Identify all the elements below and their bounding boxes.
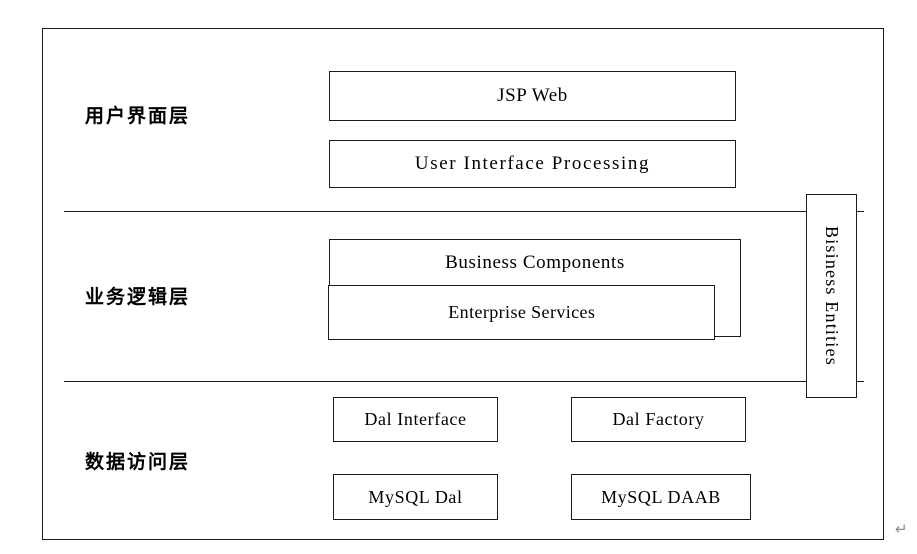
box-enterprise-services[interactable]: Enterprise Services [328, 285, 716, 340]
layer-separator-presentation-business [64, 211, 864, 212]
box-mysql-dal[interactable]: MySQL Dal [333, 474, 498, 520]
box-mysql-daab[interactable]: MySQL DAAB [571, 474, 751, 520]
box-business-entities-label: Bisiness Entities [822, 226, 842, 366]
layer-separator-business-data [64, 381, 864, 382]
paragraph-return-mark: ↵ [895, 520, 908, 538]
layer-label-presentation: 用户界面层 [85, 105, 191, 127]
box-user-interface-processing[interactable]: User Interface Processing [329, 140, 736, 188]
box-jsp-web[interactable]: JSP Web [329, 71, 736, 121]
box-business-components[interactable]: Business Components Enterprise Services [328, 239, 741, 340]
layer-label-business-logic: 业务逻辑层 [85, 286, 191, 308]
box-dal-interface[interactable]: Dal Interface [333, 397, 498, 442]
box-business-components-label: Business Components [445, 251, 625, 273]
layer-label-data-access: 数据访问层 [85, 451, 191, 473]
box-business-entities[interactable]: Bisiness Entities [806, 194, 857, 398]
diagram-outer-frame: 用户界面层 JSP Web User Interface Processing … [42, 28, 884, 540]
box-dal-factory[interactable]: Dal Factory [571, 397, 746, 442]
